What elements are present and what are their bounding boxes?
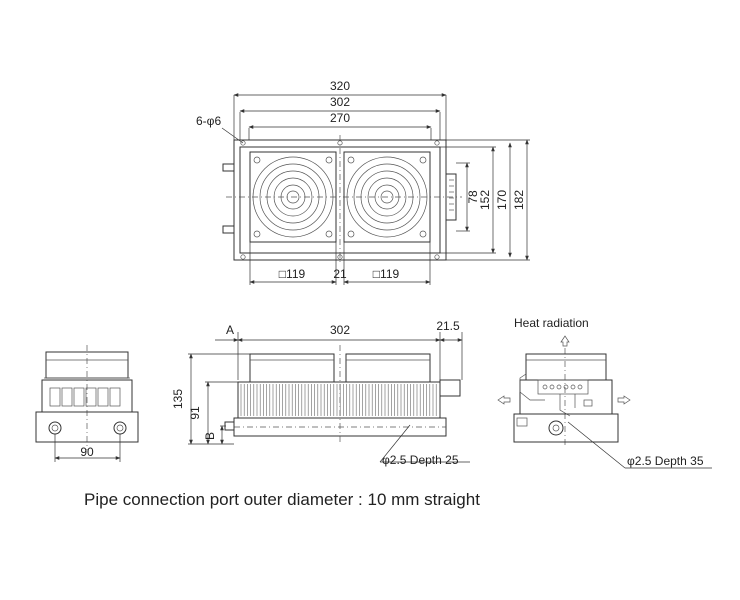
dim-height-152: 152 (478, 190, 492, 210)
fan-left-label: □119 (279, 267, 306, 281)
dim-body-height: 91 (188, 406, 202, 420)
dim-total-height: 135 (171, 389, 185, 409)
dim-inner-width: 270 (330, 111, 350, 125)
top-view: 320 302 270 6-φ6 (196, 79, 530, 285)
front-view: A 302 21.5 135 91 B φ2.5 Depth 25 (171, 319, 470, 467)
fan-right-label: □119 (373, 267, 400, 281)
left-side-view: 90 (35, 345, 139, 462)
dim-overhang: 21.5 (436, 319, 460, 333)
label-a: A (226, 323, 234, 337)
footer-note: Pipe connection port outer diameter : 10… (84, 490, 480, 509)
right-hole-note: φ2.5 Depth 35 (627, 454, 704, 468)
dim-height-78: 78 (466, 190, 480, 204)
fan-gap-label: 21 (333, 267, 347, 281)
heat-radiation-heading: Heat radiation (514, 316, 589, 330)
front-hole-note: φ2.5 Depth 25 (382, 453, 459, 467)
dim-overall-width: 320 (330, 79, 350, 93)
heat-sink-fins (240, 384, 437, 416)
label-b: B (203, 432, 217, 440)
dim-height-170: 170 (495, 190, 509, 210)
dim-mount-width: 302 (330, 95, 350, 109)
right-side-view: Heat radiation φ2.5 Depth 35 (497, 316, 712, 469)
dim-height-182: 182 (512, 190, 526, 210)
holes-label: 6-φ6 (196, 114, 221, 128)
dim-length: 302 (330, 323, 350, 337)
dim-port-spacing: 90 (80, 445, 94, 459)
